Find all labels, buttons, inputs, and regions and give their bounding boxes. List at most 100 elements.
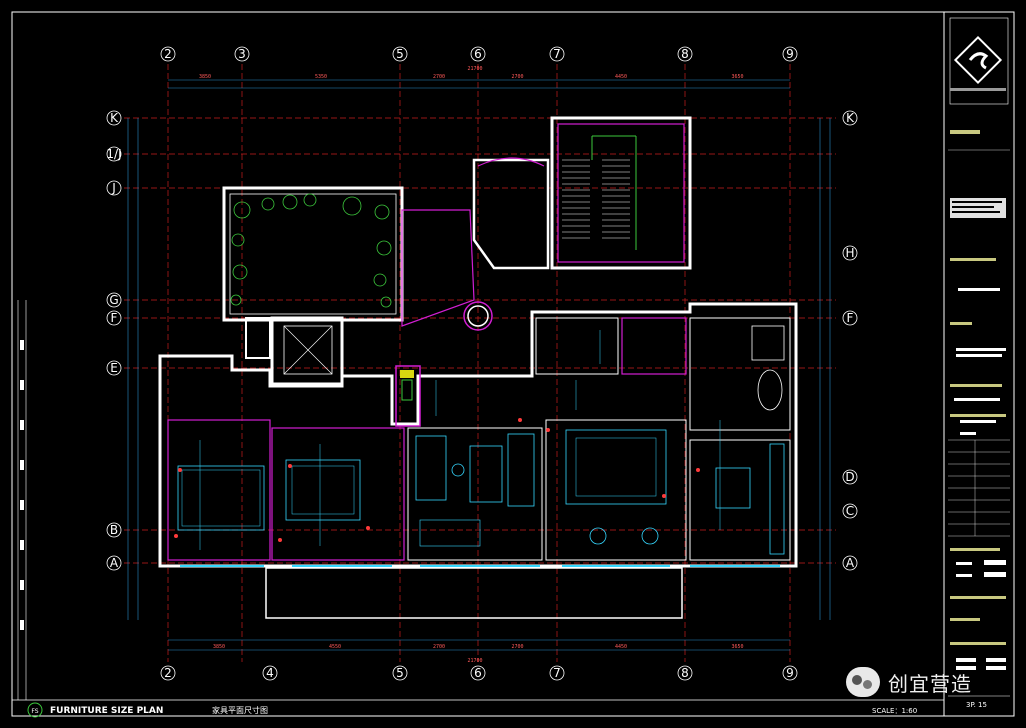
grid-bottom-7-bubble [549,665,565,681]
grid-left-F-bubble [106,310,122,326]
master-bedroom [545,419,687,561]
bottom-dimension-segment: 3650 [731,644,743,650]
grid-left-G-label: G [109,293,118,307]
grid-right-F-bubble [842,310,858,326]
elevator-wall [270,316,344,386]
grid-bottom-7-label: 7 [553,666,561,680]
binding-strip [17,300,27,700]
grid-top-6-label: 6 [474,47,482,61]
grid-left-K-bubble [106,110,122,126]
grid-left-B-bubble [106,522,122,538]
bathroom-1 [535,317,619,375]
top-dimension-segment: 3650 [731,74,743,80]
grid-bottom-8-label: 8 [681,666,689,680]
grid-right-H-bubble [842,245,858,261]
company-logo-icon [950,35,1006,91]
chat-bubbles-icon [846,667,880,697]
grid-top-9-bubble [782,46,798,62]
drawing-badge-icon [27,702,43,718]
grid-right-K-bubble [842,110,858,126]
grid-left-J-bubble [106,180,122,196]
top-total-dimension: 21700 [467,66,482,72]
grid-bottom-9-label: 9 [786,666,794,680]
grid-top-7-bubble [549,46,565,62]
drawing-scale: SCALE：1:60 [872,707,917,715]
grid-top-5-label: 5 [396,47,404,61]
grid-top-7-label: 7 [553,47,561,61]
grid-right-K-label: K [846,111,855,125]
title-block: 3P. 15 [948,17,1010,709]
drawing-badge: FS [31,708,38,715]
bottom-dimension-segment: 2700 [511,644,523,650]
bottom-dimension-segment: 4450 [615,644,627,650]
bottom-dimension-segment: 4550 [329,644,341,650]
top-dimension-segment: 3850 [199,74,211,80]
balcony [265,567,683,619]
top-dimension-segment: 5350 [315,74,327,80]
living-room [407,427,543,561]
column-round [463,301,493,331]
grid-top-8-bubble [677,46,693,62]
drawing-title: FURNITURE SIZE PLAN [50,706,163,716]
top-dimension-segment: 2700 [433,74,445,80]
grid-right-D-label: D [845,470,854,484]
grid-left-G-bubble [106,292,122,308]
sheet-border [11,11,1015,717]
top-dimension-segment: 2700 [511,74,523,80]
grid-left-1/J-bubble [106,146,122,162]
grid-left-J-label: J [111,181,116,195]
grid-top-2-label: 2 [164,47,172,61]
grid-bottom-6-label: 6 [474,666,482,680]
grid-right-C-bubble [842,503,858,519]
grid-bottom-2-bubble [160,665,176,681]
grid-bottom-4-label: 4 [266,666,274,680]
grid-bottom-4-bubble [262,665,278,681]
drawing-subtitle: 家具平面尺寸图 [212,705,268,715]
grid-left-E-label: E [110,361,118,375]
grid-bottom-6-bubble [470,665,486,681]
grid-left-A-label: A [110,556,119,570]
bottom-dimension-segment: 2700 [433,644,445,650]
stair-steps [562,159,630,239]
top-dimension-segment: 4450 [615,74,627,80]
bathroom-2 [621,317,687,375]
grid-left-B-label: B [110,523,118,537]
watermark-text: 创宜营造 [888,671,972,696]
grid-right-D-bubble [842,469,858,485]
bedroom-2 [271,427,405,561]
grid-bottom-8-bubble [677,665,693,681]
grid-bottom-9-bubble [782,665,798,681]
bottom-dimension-segment: 3850 [213,644,225,650]
grid-right-C-label: C [846,504,854,518]
grid-top-9-label: 9 [786,47,794,61]
bottom-total-dimension: 21700 [467,658,482,664]
grid-right-H-label: H [845,246,854,260]
stair-core-wall [550,116,692,270]
grid-left-A-bubble [106,555,122,571]
grid-left-E-bubble [106,360,122,376]
grid-left-K-label: K [110,111,119,125]
terrace-plants [230,193,392,308]
sheet-number: 3P. 15 [966,701,987,709]
floor-plan [158,116,798,619]
grid-right-F-label: F [847,311,854,325]
bedroom-1 [167,419,271,561]
grid-top-5-bubble [392,46,408,62]
grid-bottom-5-label: 5 [396,666,404,680]
grid-left-1/J-label: 1/J [106,147,121,161]
master-bathroom [689,317,791,431]
grid-top-3-bubble [234,46,250,62]
grid-top-6-bubble [470,46,486,62]
grid-left-F-label: F [111,311,118,325]
study-room [689,439,791,561]
watermark: 创宜营造 [846,664,1016,700]
grid-top-8-label: 8 [681,47,689,61]
grid-bottom-5-bubble [392,665,408,681]
grid-top-3-label: 3 [238,47,246,61]
grid-right-A-bubble [842,555,858,571]
dimension-chains [127,79,831,651]
grid-top-2-bubble [160,46,176,62]
grid-bottom-2-label: 2 [164,666,172,680]
